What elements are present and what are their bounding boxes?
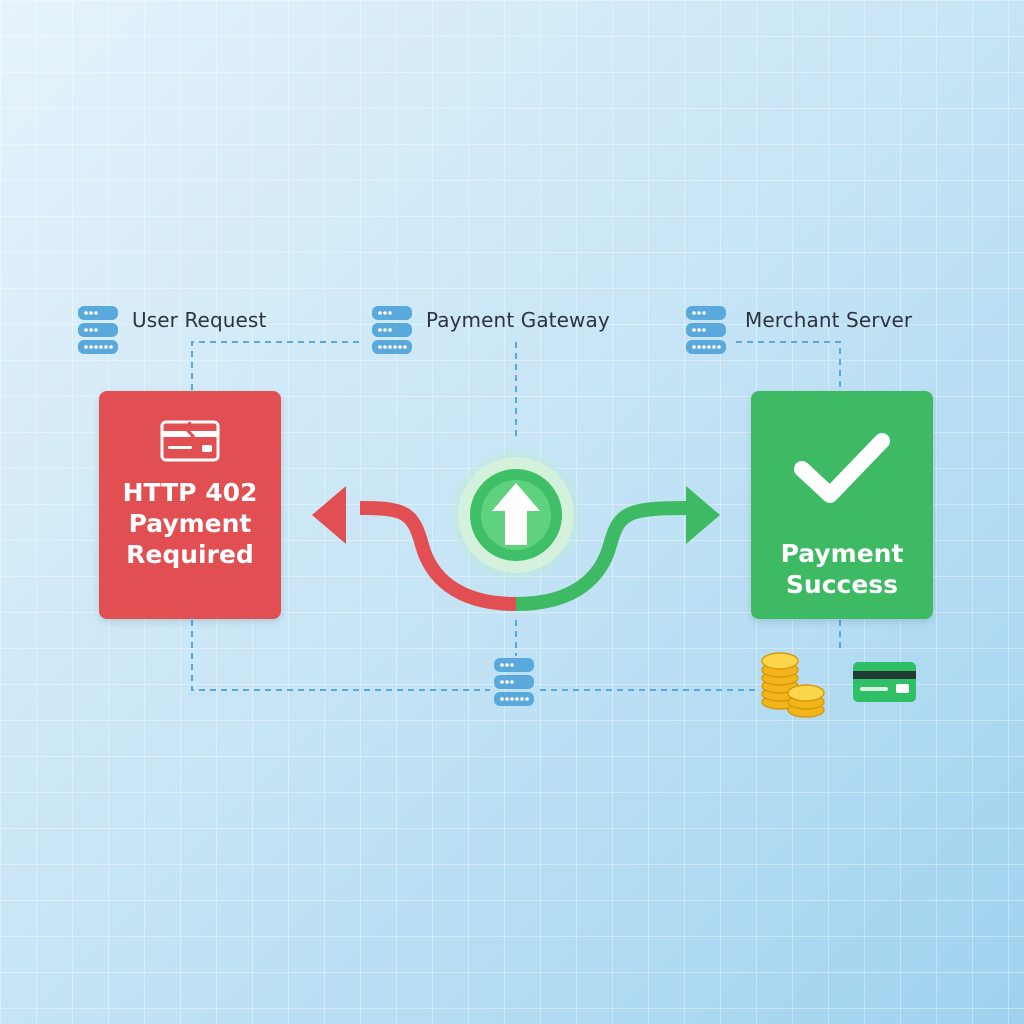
success-card-line-1: Payment [780,539,904,568]
payment-success-card[interactable]: Payment Success [751,391,933,619]
database-icon-merchant-server [686,306,726,354]
dashed-connectors [191,341,841,691]
connector-user-to-gateway [191,341,360,390]
error-card-line-1: HTTP 402 [122,478,258,507]
success-arrowhead [686,486,720,544]
error-card-line-3: Required [126,540,254,569]
gateway-up-button[interactable] [448,447,584,583]
database-icon-user-request [78,306,118,354]
database-icon-payment-gateway [372,306,412,354]
error-arrowhead [312,486,346,544]
error-card-title: HTTP 402 Payment Required [123,477,258,570]
connector-merchant [736,341,841,390]
node-label-user-request: User Request [132,308,267,332]
broken-credit-card-icon [160,420,220,462]
success-card-title: Payment Success [781,538,904,600]
success-flow-arrow [515,501,691,611]
credit-card-icon [853,662,916,702]
connector-bottom-left [191,620,490,691]
node-label-payment-gateway: Payment Gateway [426,308,610,332]
success-card-line-2: Success [785,570,899,599]
up-arrow-icon [492,483,540,545]
database-icon-bottom [494,658,534,706]
checkmark-icon [794,433,890,503]
error-card-line-2: Payment [128,509,252,538]
coins-icon [761,652,825,718]
error-flow-arrow [359,501,517,611]
node-label-merchant-server: Merchant Server [745,308,913,332]
payment-required-card[interactable]: HTTP 402 Payment Required [99,391,281,619]
